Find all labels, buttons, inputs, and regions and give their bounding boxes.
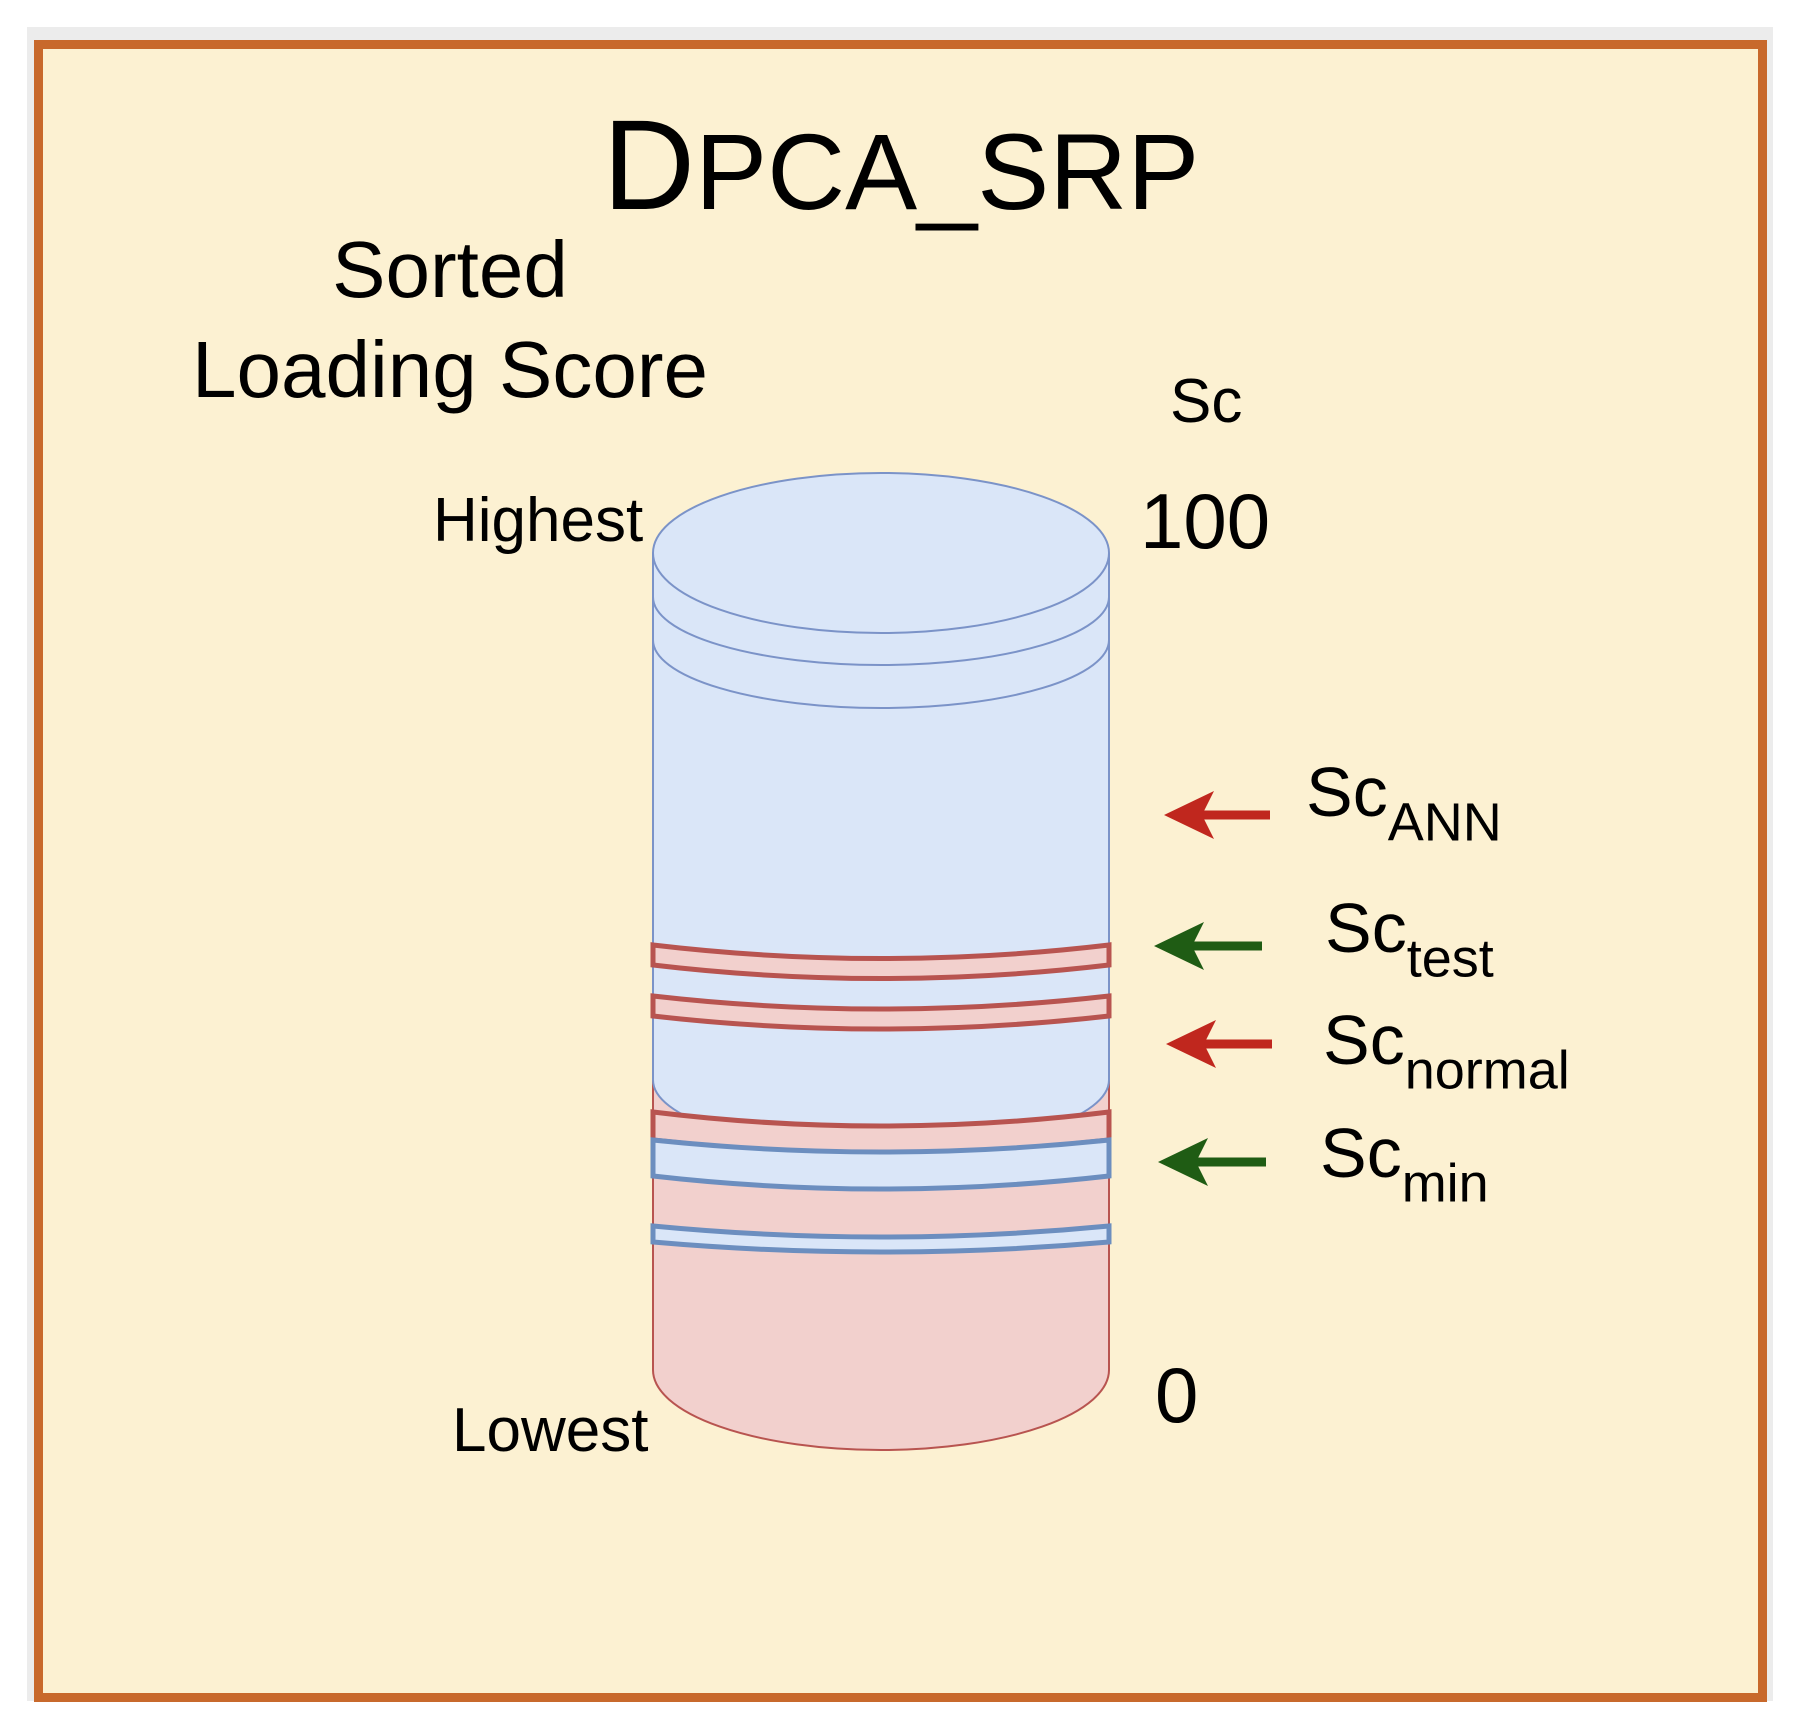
band-test: [650, 942, 1112, 981]
marker-label-normal: Scnormal: [1323, 1001, 1570, 1101]
lowest-label: Lowest: [452, 1396, 649, 1465]
arrow-normal: [1166, 1020, 1272, 1068]
highest-label: Highest: [433, 486, 644, 555]
title-rest: PCA_SRP: [695, 111, 1200, 232]
arrow-test: [1154, 922, 1262, 970]
tick-min: 0: [1155, 1351, 1199, 1439]
arrow-min: [1158, 1138, 1266, 1186]
stack-label: Sorted Loading Score: [140, 220, 760, 420]
diagram-title: DPCA_SRP: [0, 102, 1802, 232]
top-rim-3: [652, 639, 1110, 709]
top-rim-2: [652, 596, 1110, 666]
marker-label-ann: ScANN: [1306, 753, 1502, 853]
tick-max: 100: [1140, 477, 1271, 565]
stack-label-line2: Loading Score: [192, 325, 708, 414]
high-score-region: [652, 472, 1110, 1151]
stack-label-line1: Sorted: [332, 225, 568, 314]
band-normal: [650, 993, 1112, 1032]
marker-label-test: Sctest: [1325, 889, 1494, 989]
band-blue-low: [650, 1223, 1112, 1255]
top-rim-1: [652, 552, 1110, 634]
band-min: [650, 1137, 1112, 1192]
arrow-ann: [1164, 791, 1270, 839]
axis-header: Sc: [1170, 367, 1243, 436]
marker-label-min: Scmin: [1320, 1114, 1489, 1214]
title-first-letter: D: [602, 94, 696, 237]
